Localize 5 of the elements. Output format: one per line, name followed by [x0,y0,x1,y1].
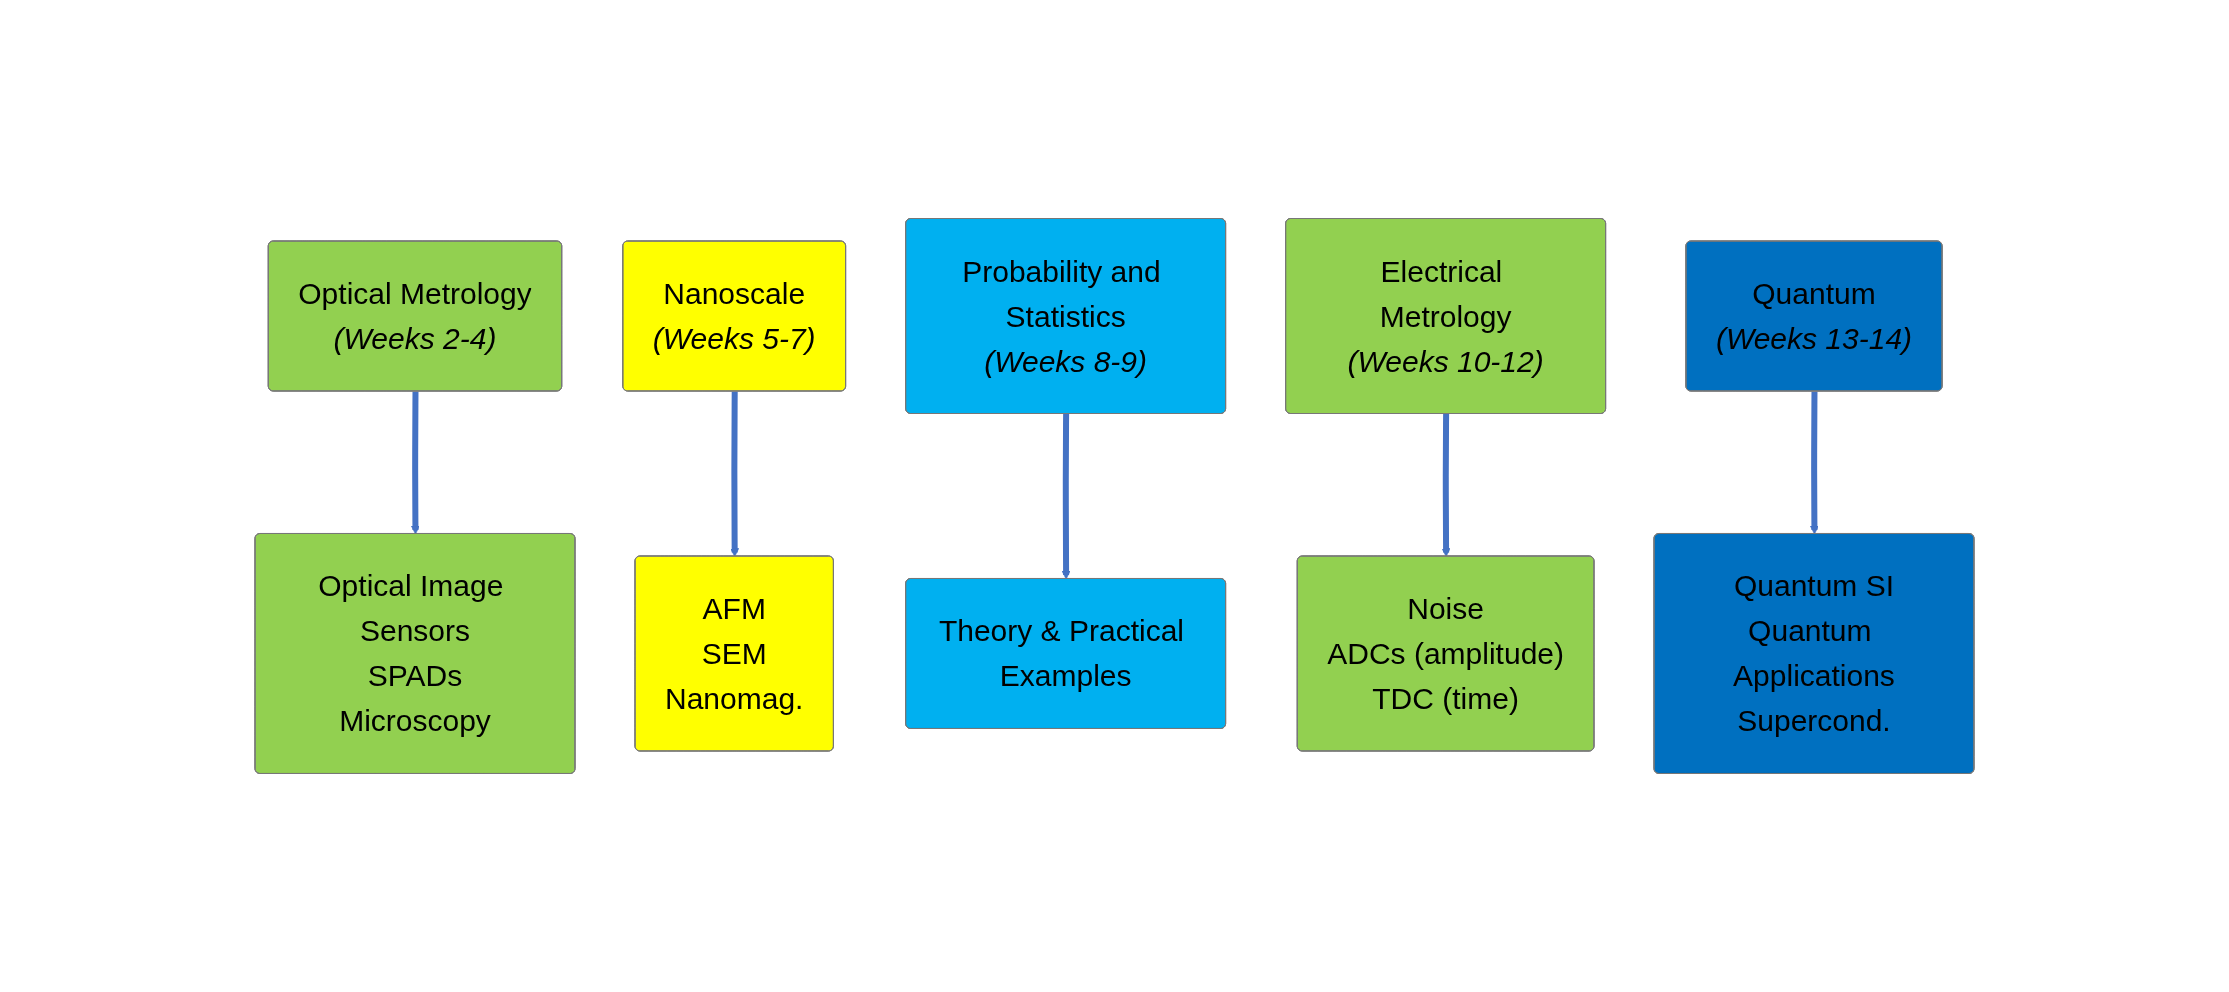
arrow [1441,413,1451,557]
arrow [730,391,740,557]
arrow [1061,413,1071,580]
arrow [411,391,420,535]
arrow [1810,391,1819,535]
